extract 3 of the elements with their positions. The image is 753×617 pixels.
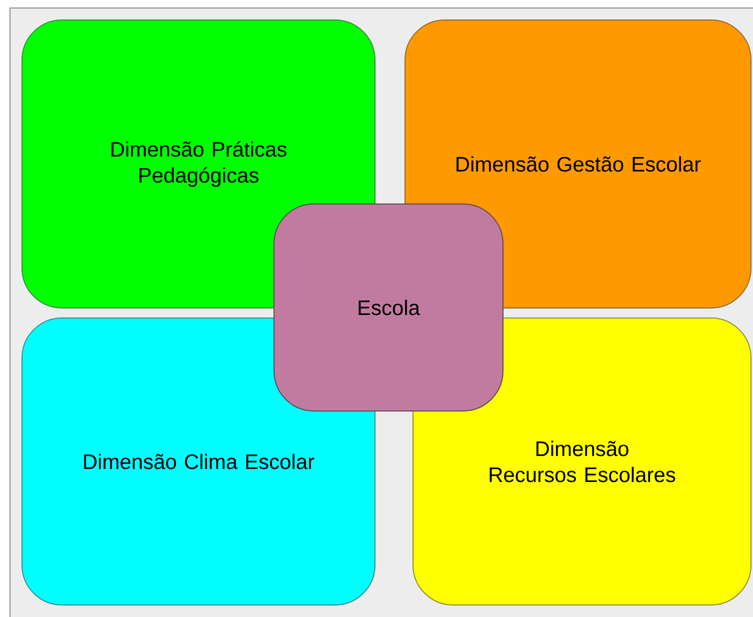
- dimension-box: Dimensão Clima Escolar: [22, 317, 376, 606]
- dimension-box: Dimensão Recursos Escolares: [412, 317, 752, 606]
- center-box: Escola: [274, 203, 504, 412]
